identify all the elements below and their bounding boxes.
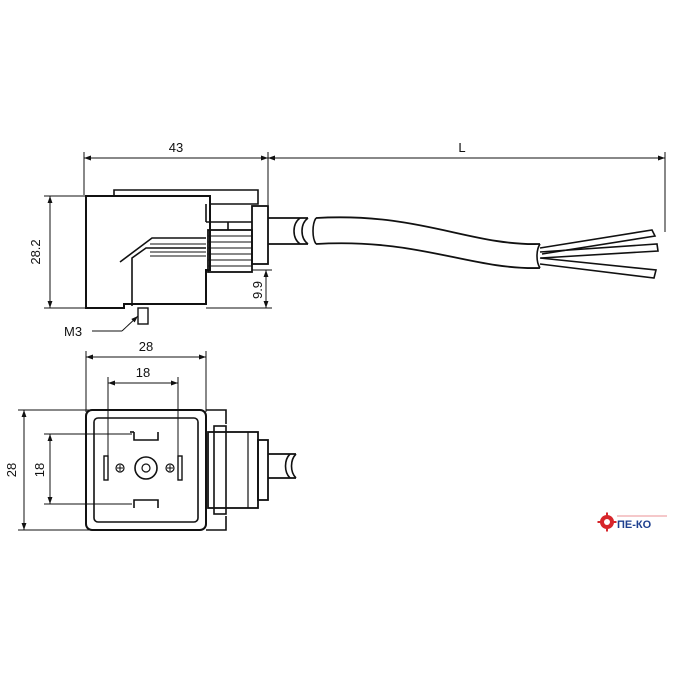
earth-terminal-right: [165, 463, 175, 473]
m3-screw: [137, 307, 149, 325]
wire-1: [539, 229, 657, 255]
contact-right: [177, 455, 183, 481]
dim-label-l: L: [458, 140, 465, 155]
side-view: [44, 152, 666, 332]
dim-label-28-width: 28: [139, 339, 153, 354]
dim-label-18-height: 18: [32, 463, 47, 477]
dim-label-18-width: 18: [136, 365, 150, 380]
thread-label-m3: M3: [64, 324, 82, 339]
dim-label-9-9: 9.9: [250, 281, 265, 299]
earth-terminal-left: [115, 463, 125, 473]
brand-logo: ПЕ-КО: [597, 512, 667, 532]
front-view: [18, 351, 297, 531]
dim-label-28-2: 28.2: [28, 239, 43, 264]
dim-label-28-height: 28: [4, 463, 19, 477]
logo-text: ПЕ-КО: [617, 519, 652, 531]
gear-icon: [597, 512, 617, 532]
connector-body-side: [85, 195, 211, 309]
contact-bottom: [133, 499, 159, 508]
cable-gland-front: [207, 431, 259, 509]
connector-body-front: [85, 409, 207, 531]
contact-left: [103, 455, 109, 481]
contact-top: [133, 432, 159, 441]
wire-2: [539, 243, 659, 259]
wire-3: [539, 257, 657, 279]
center-screw: [134, 456, 158, 480]
cable-jacket: [315, 216, 541, 245]
dim-label-43: 43: [169, 140, 183, 155]
